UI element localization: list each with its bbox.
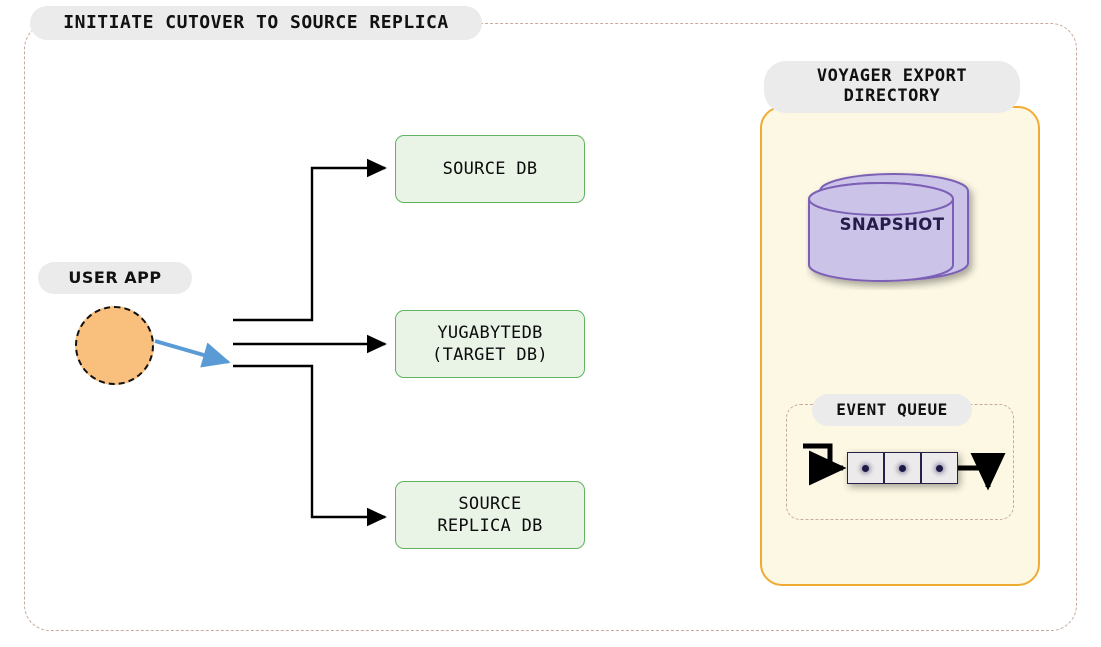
event-queue-cell: [921, 452, 958, 484]
user-app-node: [75, 306, 154, 385]
snapshot-cylinder-icon: [808, 173, 969, 282]
event-queue-label: EVENT QUEUE: [812, 394, 972, 426]
event-queue-cell: [847, 452, 884, 484]
user-app-label: USER APP: [38, 262, 192, 294]
source-replica-db-node: SOURCE REPLICA DB: [395, 481, 585, 549]
event-queue-cell: [884, 452, 921, 484]
outer-frame: [24, 23, 1077, 631]
event-dot-icon: [862, 464, 869, 472]
voyager-export-directory-label: VOYAGER EXPORT DIRECTORY: [764, 61, 1020, 113]
event-queue-cells: [847, 452, 958, 484]
yugabytedb-target-db-node: YUGABYTEDB (TARGET DB): [395, 310, 585, 378]
event-dot-icon: [899, 464, 906, 472]
event-dot-icon: [936, 464, 943, 472]
snapshot-cylinder: SNAPSHOT: [806, 165, 994, 290]
diagram-title: INITIATE CUTOVER TO SOURCE REPLICA: [30, 6, 482, 40]
source-db-node: SOURCE DB: [395, 135, 585, 203]
